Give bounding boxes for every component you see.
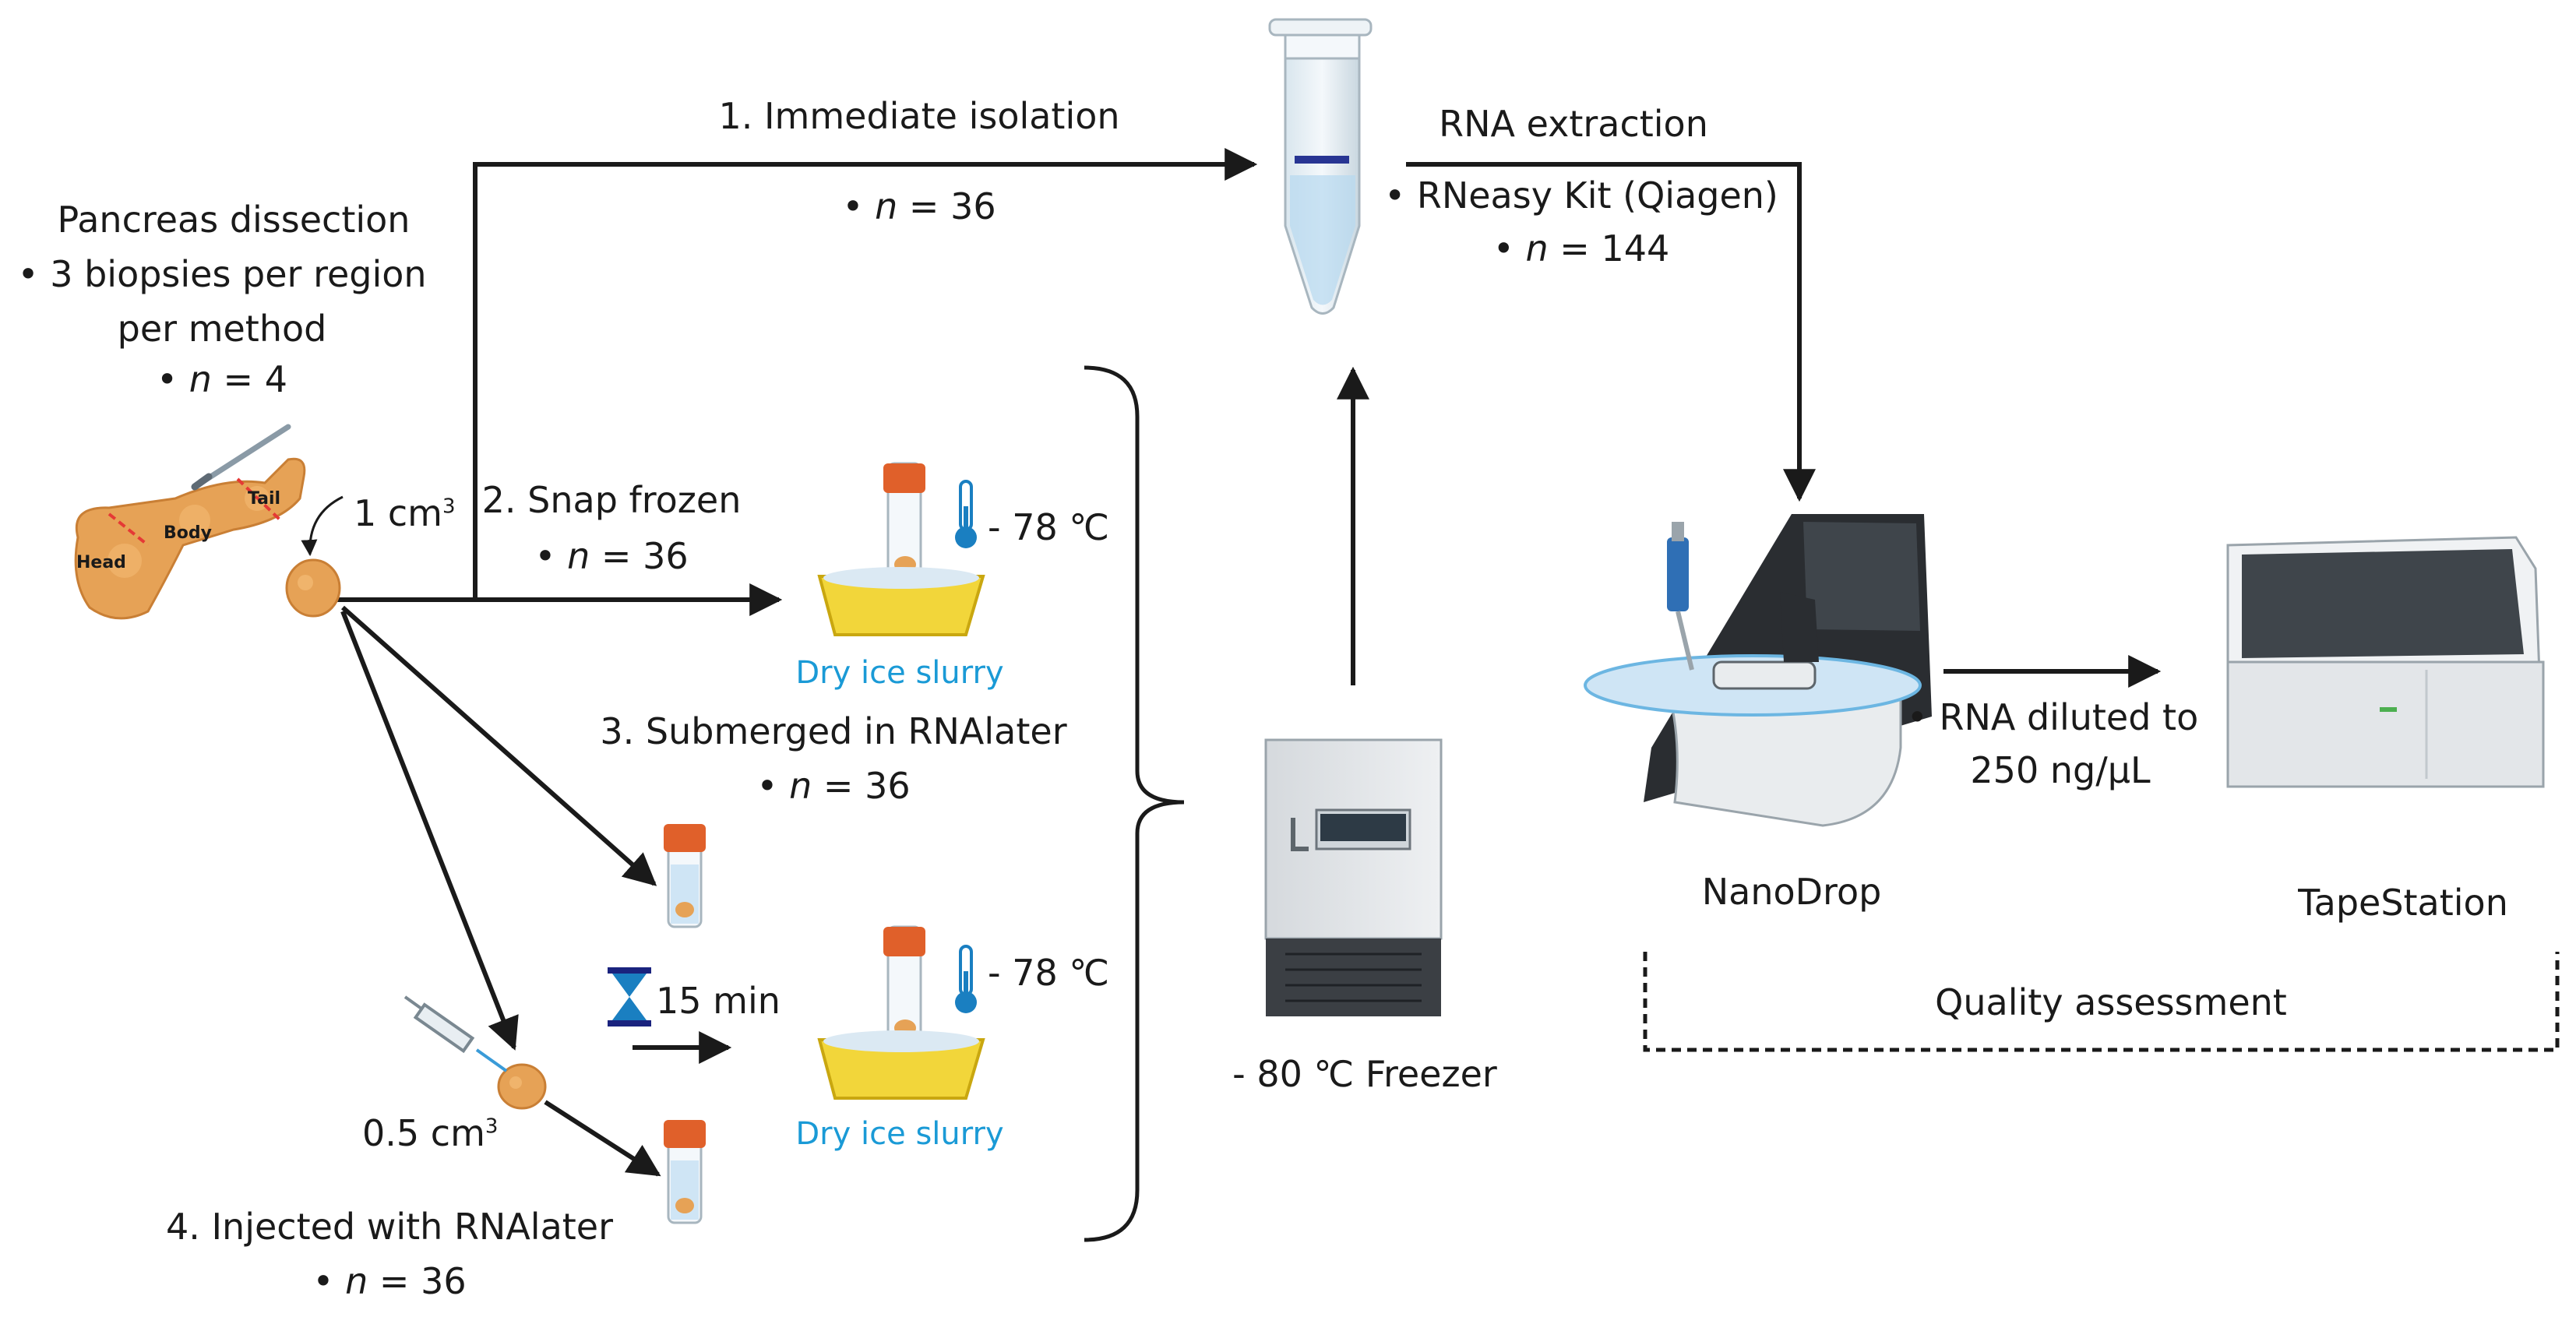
dissection-n: n = 4 — [157, 358, 287, 401]
pipette-icon — [1667, 522, 1694, 671]
dry-ice-bath-1 — [817, 462, 985, 636]
extraction-n: n = 144 — [1493, 227, 1670, 270]
rnalater-tube-2 — [664, 1120, 706, 1224]
rnalater-tube-1 — [664, 824, 706, 928]
method1-title: 1. Immediate isolation — [718, 95, 1120, 137]
thermometer-icon-2 — [955, 945, 977, 1013]
method4-n: n = 36 — [312, 1260, 466, 1303]
grouping-brace — [1084, 365, 1185, 1242]
biopsy-sample — [285, 558, 341, 618]
arrow-to-injection — [340, 610, 519, 1051]
dilution-line-2: 250 ng/μL — [1970, 749, 2151, 791]
flow-arrows — [337, 148, 2162, 1177]
method1-n: n = 36 — [842, 185, 996, 228]
method2-temperature: - 78 ℃ — [988, 506, 1110, 548]
quality-label: Quality assessment — [1935, 981, 2287, 1023]
pancreas-tail-label: Tail — [248, 489, 281, 509]
method4-temperature: - 78 ℃ — [988, 952, 1110, 994]
dissection-line-2: per method — [117, 308, 327, 350]
quality-bracket — [1643, 952, 2560, 1052]
method2-title: 2. Snap frozen — [481, 479, 742, 521]
freezer-icon — [1264, 738, 1443, 1016]
extraction-kit: RNeasy Kit (Qiagen) — [1384, 174, 1778, 217]
biopsy-sample-small — [497, 1063, 547, 1110]
pancreas-body-label: Body — [164, 523, 212, 543]
biopsy-size-label: 1 cm3 — [354, 492, 456, 534]
dilution-line-1: RNA diluted to — [1907, 696, 2199, 739]
extraction-title: RNA extraction — [1439, 103, 1708, 145]
dissection-line-1: 3 biopsies per region — [17, 253, 426, 296]
method4-bath-label: Dry ice slurry — [795, 1116, 1004, 1152]
nanodrop-label: NanoDrop — [1701, 871, 1882, 913]
arrow-injected-tube — [544, 1100, 661, 1177]
freezer-label: - 80 ℃ Freezer — [1232, 1053, 1497, 1095]
method3-n: n = 36 — [756, 765, 910, 808]
tapestation-label: TapeStation — [2298, 882, 2508, 924]
method4-size-label: 0.5 cm3 — [362, 1112, 499, 1154]
tapestation-instrument — [2226, 536, 2545, 788]
pancreas-head-label: Head — [76, 553, 126, 572]
arrow-immediate-isolation — [337, 148, 1258, 602]
method2-bath-label: Dry ice slurry — [795, 655, 1004, 691]
nanodrop-instrument — [1584, 514, 1932, 827]
method4-wait: 15 min — [656, 980, 781, 1022]
centrifuge-tube-icon — [1268, 18, 1373, 315]
dry-ice-bath-2 — [817, 925, 985, 1100]
dissection-title: Pancreas dissection — [57, 199, 411, 241]
arrow-submerged — [341, 605, 657, 886]
syringe-icon — [403, 995, 508, 1072]
pancreas-illustration — [74, 424, 306, 620]
scalpel-icon — [198, 424, 291, 486]
method3-title: 3. Submerged in RNAlater — [600, 710, 1067, 752]
hourglass-icon — [608, 967, 651, 1026]
biopsy-curve-arrow — [301, 495, 344, 557]
arrow-extraction — [1406, 162, 1816, 502]
method4-title: 4. Injected with RNAlater — [165, 1206, 614, 1248]
method2-n: n = 36 — [534, 535, 688, 578]
thermometer-icon-1 — [955, 480, 977, 548]
